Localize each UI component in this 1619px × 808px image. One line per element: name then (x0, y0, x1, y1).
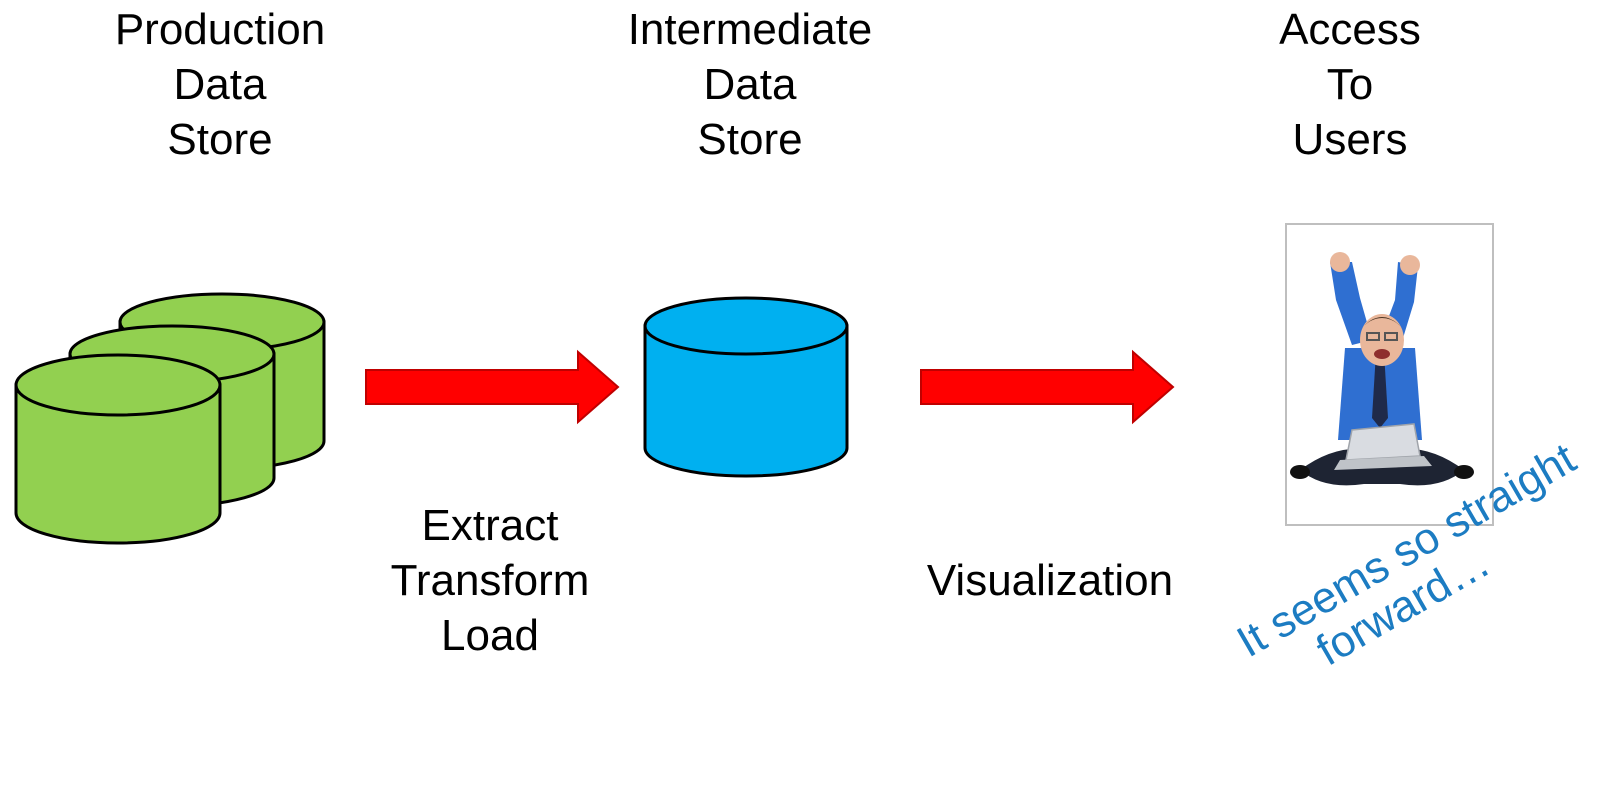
production-data-store (14, 292, 326, 545)
intermediate-data-store-title: Intermediate Data Store (585, 2, 915, 167)
visualization-label-text: Visualization (926, 556, 1174, 605)
access-to-users-title: Access To Users (1190, 2, 1510, 167)
happy-user-photo (1285, 223, 1494, 526)
intermediate-title-line-1: Intermediate (627, 5, 873, 54)
intermediate-title-line-2: Data (703, 60, 797, 109)
visualization-label: Visualization (900, 553, 1200, 608)
etl-label-line-1: Extract (421, 501, 559, 550)
production-title-line-1: Production (114, 5, 326, 54)
intermediate-title-line-3: Store (697, 115, 803, 164)
visualization-arrow (920, 349, 1175, 425)
access-title-line-3: Users (1292, 115, 1408, 164)
access-title-line-2: To (1326, 60, 1374, 109)
access-title-line-1: Access (1279, 5, 1421, 54)
etl-label-line-2: Transform (390, 556, 590, 605)
production-data-store-title: Production Data Store (60, 2, 380, 167)
etl-label-line-3: Load (441, 611, 539, 660)
etl-label: Extract Transform Load (360, 498, 620, 663)
intermediate-data-store (643, 296, 849, 478)
etl-arrow (365, 349, 620, 425)
production-title-line-3: Store (167, 115, 273, 164)
production-title-line-2: Data (173, 60, 267, 109)
production-db-cylinder-front (14, 353, 222, 545)
